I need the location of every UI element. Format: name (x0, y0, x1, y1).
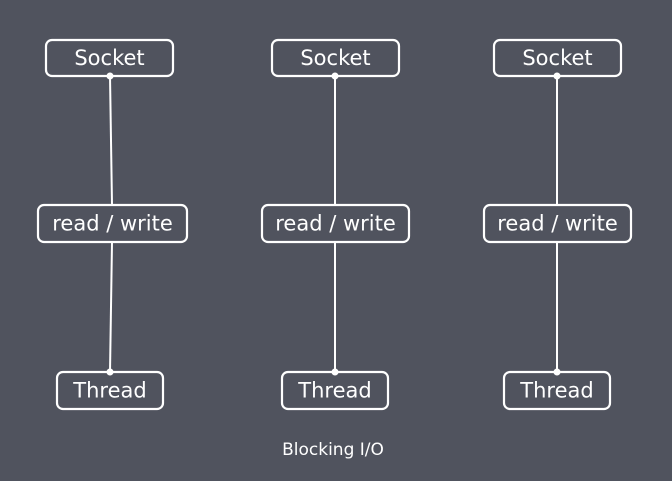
socket-label-3: Socket (522, 46, 592, 70)
socket-label-1: Socket (74, 46, 144, 70)
thread-node-2: Thread (280, 370, 390, 411)
io-label-1: read / write (52, 212, 173, 236)
thread-node-3: Thread (502, 370, 612, 411)
diagram-caption: Blocking I/O (282, 440, 384, 460)
io-node-1: read / write (36, 203, 189, 244)
socket-node-3: Socket (492, 38, 623, 78)
column-2: Socket read / write Thread (260, 38, 411, 411)
socket-anchor-dot-2 (331, 72, 339, 80)
column-3: Socket read / write Thread (482, 38, 633, 411)
io-label-2: read / write (275, 212, 396, 236)
socket-node-1: Socket (44, 38, 175, 78)
thread-anchor-dot-2 (331, 368, 339, 376)
thread-label-1: Thread (72, 379, 146, 403)
io-node-2: read / write (260, 203, 411, 244)
column-1: Socket read / write Thread (36, 38, 189, 411)
io-to-thread-connector-1 (109, 241, 113, 373)
thread-anchor-dot-3 (553, 368, 561, 376)
socket-anchor-dot-3 (553, 72, 561, 80)
socket-label-2: Socket (300, 46, 370, 70)
socket-anchor-dot-1 (106, 72, 114, 80)
thread-node-1: Thread (55, 370, 165, 411)
thread-anchor-dot-1 (106, 368, 114, 376)
io-label-3: read / write (497, 212, 618, 236)
thread-label-2: Thread (297, 379, 371, 403)
io-node-3: read / write (482, 203, 633, 244)
socket-node-2: Socket (270, 38, 401, 78)
socket-to-io-connector-1 (109, 75, 113, 206)
thread-label-3: Thread (519, 379, 593, 403)
